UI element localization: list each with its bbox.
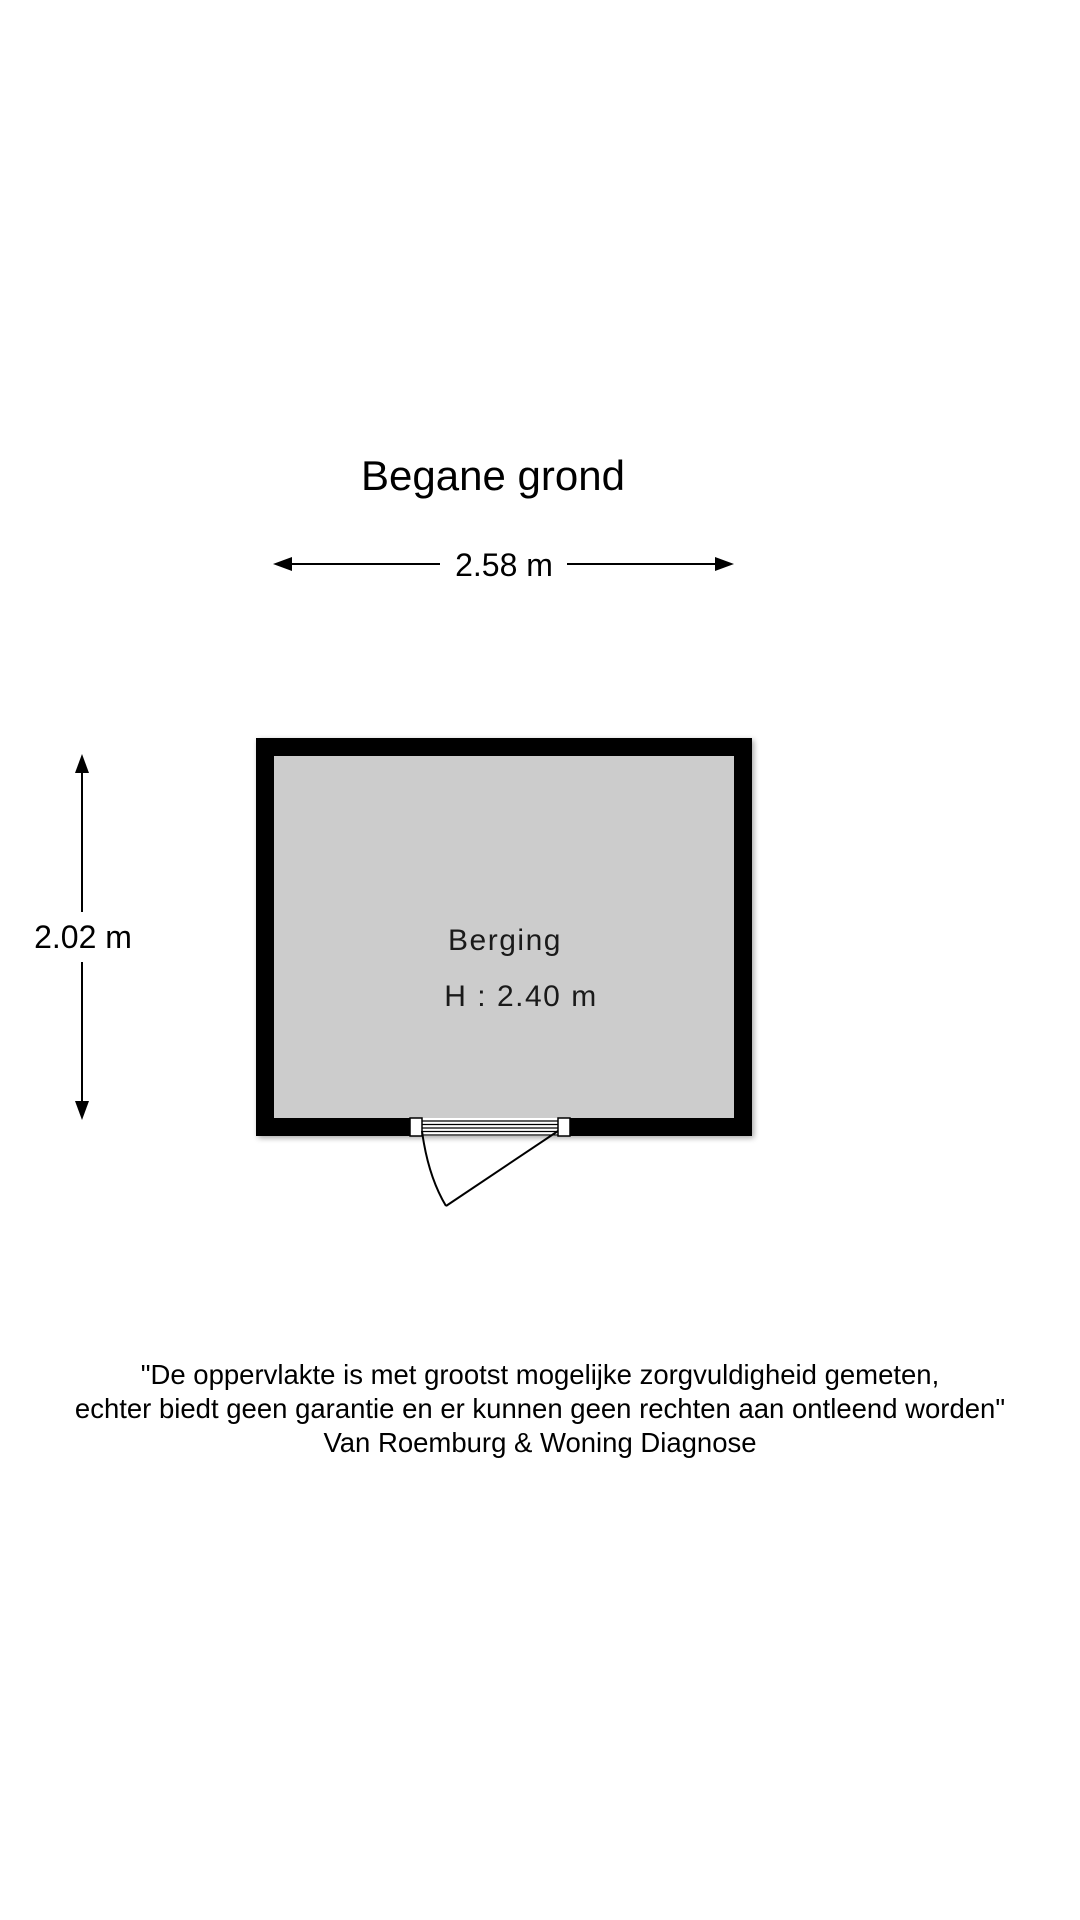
room-ceiling-height: H : 2.40 m [444, 980, 597, 1013]
height-dimension: 2.02 m [34, 754, 132, 1120]
room-berging: Berging H : 2.40 m [256, 738, 752, 1207]
disclaimer-line-1: "De oppervlakte is met grootst mogelijke… [140, 1359, 940, 1390]
disclaimer-line-3: Van Roemburg & Woning Diagnose [323, 1427, 757, 1458]
door-leaf [445, 1130, 559, 1207]
width-label: 2.58 m [455, 547, 553, 583]
room-name: Berging [448, 924, 562, 957]
width-dimension: 2.58 m [273, 547, 734, 583]
height-arrow-up-icon [75, 754, 89, 773]
width-arrow-right-icon [715, 557, 734, 571]
disclaimer-line-2: echter biedt geen garantie en er kunnen … [74, 1393, 1006, 1424]
width-arrow-left-icon [273, 557, 292, 571]
floor-title: Begane grond [361, 452, 625, 499]
door-jamb-left [409, 1117, 423, 1137]
disclaimer: "De oppervlakte is met grootst mogelijke… [0, 1358, 1080, 1460]
door-threshold-lines [422, 1120, 558, 1136]
door-jamb-right [557, 1117, 571, 1137]
height-arrow-down-icon [75, 1101, 89, 1120]
height-label: 2.02 m [34, 919, 132, 955]
room-floor [274, 756, 734, 1118]
door-swing-arc-icon [421, 1130, 447, 1207]
